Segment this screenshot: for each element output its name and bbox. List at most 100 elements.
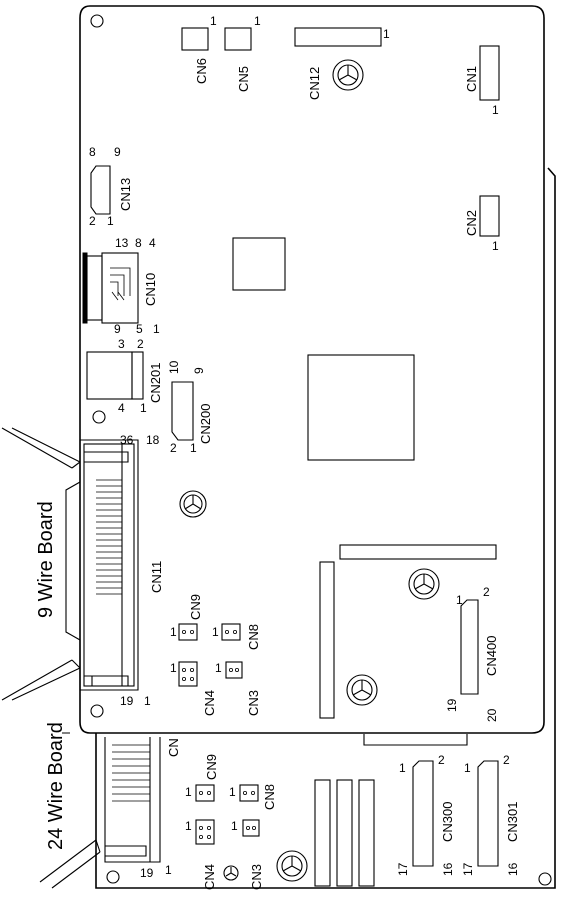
cn10-latch [83,253,87,323]
cn4-lower-label: CN4 [202,864,217,890]
screw-icon-top [333,60,363,90]
cn-24-wire-end-contact [105,846,146,856]
cn201-pin-2: 2 [137,337,144,351]
cn9-lower-label: CN9 [204,754,219,780]
cn13-connector [91,166,110,214]
screw-icon-lower-left [347,675,377,705]
cn4-upper-pin-1: 1 [170,661,177,675]
cn2-connector [480,196,499,236]
cn9-lower-pin-1: 1 [185,785,192,799]
cn200-connector [172,382,193,440]
cn3-upper-pin-1: 1 [215,661,222,675]
cn200-pin-2: 2 [170,441,177,455]
mount-hole-bottom-right [539,873,551,885]
cn6-label: CN6 [194,58,209,84]
cn2-pin-1: 1 [492,239,499,253]
cn301-connector [478,761,498,866]
cn301-pin-17: 17 [461,862,475,876]
cn300-pin-2: 2 [438,753,445,767]
cn10-connector [102,253,138,323]
cn5-label: CN5 [236,66,251,92]
cn400-pin-20: 20 [485,708,499,722]
nine-wire-cable-bottom [2,660,80,700]
cn300-pin-16: 16 [441,862,455,876]
cn10-body [87,256,102,320]
cn400-pin-19: 19 [445,698,459,712]
screw-icon-small [224,866,238,880]
bracket-under-board [364,734,467,745]
ic-column-3 [359,780,374,886]
cn201-pin-4: 4 [118,401,125,415]
cn300-pin-1: 1 [399,761,406,775]
cn11-pin-1: 1 [144,694,151,708]
cn201-label: CN201 [148,363,163,403]
cn8-lower-label: CN8 [262,784,277,810]
cn301-pin-16: 16 [506,862,520,876]
cn200-pin-10: 10 [167,360,181,374]
cn4-upper-label: CN4 [202,690,217,716]
cn9-upper-connector [179,624,197,640]
cn10-pin-4: 4 [149,236,156,250]
cn400-connector [461,600,478,694]
cn-24-wire-label: CN [166,738,181,757]
cn1-pin-1: 1 [492,103,499,117]
cn10-pin-5: 5 [136,322,143,336]
cn300-pin-17: 17 [396,862,410,876]
mount-hole-left-mid [93,411,105,423]
ic-main-processor [308,355,414,460]
cn9-upper-label: CN9 [188,594,203,620]
cn2-label: CN2 [464,210,479,236]
cn-24-wire-pin-rows [112,745,150,801]
cn201-pin-3: 3 [118,337,125,351]
cn4-lower-pin-1: 1 [185,819,192,833]
cn1-connector [480,46,499,100]
cn-24-wire-pin-1: 1 [165,863,172,877]
cn3-upper-connector [226,662,242,678]
cn201-connector [87,352,132,399]
cn300-label: CN300 [440,802,455,842]
cn10-pin-8: 8 [135,236,142,250]
screw-icon-cn400 [409,569,439,599]
cn5-connector [225,28,251,50]
cn13-pin-9: 9 [114,145,121,159]
cn3-lower-label: CN3 [249,864,264,890]
cn8-lower-pin-1: 1 [229,785,236,799]
cn12-label: CN12 [307,67,322,100]
cn400-pin-1: 1 [456,593,463,607]
cn400-pin-2: 2 [483,585,490,599]
cn200-pin-1: 1 [190,441,197,455]
cn11-pin-18: 18 [146,433,160,447]
cn12-connector [295,28,381,46]
cn10-pin-9: 9 [114,322,121,336]
screw-icon-bottom [277,851,307,881]
ic-long-horizontal [340,545,496,559]
cn-24-wire-shell [105,737,160,862]
cn6-connector [182,28,208,50]
cn11-shell [66,440,138,690]
cn11-pin-19: 19 [120,694,134,708]
cn301-pin-2: 2 [503,753,510,767]
cn11-label: CN11 [149,561,164,593]
cn300-connector [413,761,433,866]
cn6-pin-1: 1 [210,14,217,28]
cn4-lower-connector [196,820,214,844]
ic-long-vertical [320,562,334,718]
ic-small-chip [233,238,285,290]
cn12-pin-1: 1 [383,27,390,41]
cn10-pin-1: 1 [153,322,160,336]
cn13-pin-8: 8 [89,145,96,159]
cn3-lower-connector [243,820,259,836]
cn9-upper-pin-1: 1 [170,625,177,639]
cn200-label: CN200 [198,404,213,444]
cn11-pin-rows [96,480,122,594]
cn5-pin-1: 1 [254,14,261,28]
cn9-lower-connector [196,785,214,801]
cn301-label: CN301 [505,802,520,842]
cn11-pin-36: 36 [120,433,134,447]
cn8-lower-connector [240,785,258,801]
nine-wire-cable-top [2,428,80,468]
cn-24-wire-pin-19: 19 [140,866,154,880]
cn4-upper-connector [179,662,197,686]
cn13-pin-1: 1 [107,214,114,228]
